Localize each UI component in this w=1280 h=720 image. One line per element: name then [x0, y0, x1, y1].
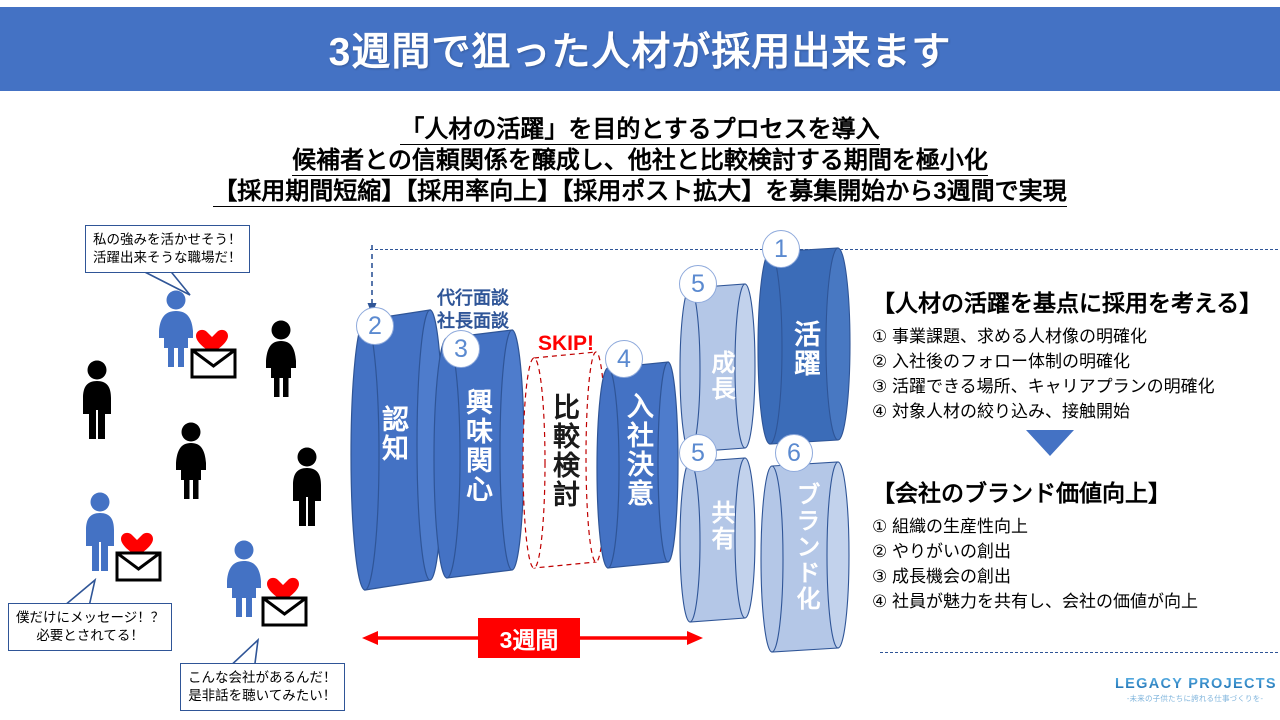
list-item: ④ 社員が魅力を共有し、会社の価値が向上	[872, 592, 1198, 611]
speech-bubble-3-line-2: 是非話を聴いてみたい！	[188, 688, 337, 703]
stage-badge-2[interactable]: 2	[356, 307, 394, 345]
speech-bubble-3-line-1: こんな会社があるんだ！	[188, 670, 337, 685]
heart-envelope-icon-2	[115, 532, 162, 582]
funnel-stage-ブランド化	[760, 461, 850, 653]
speech-bubble-1-line-1: 私の強みを活かせそう！	[93, 232, 242, 247]
funnel-stage-共有	[679, 457, 756, 623]
interview-annotation: 代行面談 社長面談	[437, 287, 509, 333]
stage-badge-1[interactable]: 1	[762, 230, 800, 268]
person-icon-female-black-2	[176, 422, 206, 499]
list-item: ② 入社後のフォロー体制の明確化	[872, 352, 1130, 371]
speech-bubble-candidate-2: 僕だけにメッセージ！？ 必要とされてる！	[8, 603, 173, 651]
funnel-stage-興味関心	[433, 329, 525, 579]
downward-arrow-icon	[1026, 430, 1074, 456]
heart-envelope-icon-3	[261, 577, 308, 627]
stage-badge-6[interactable]: 6	[775, 434, 813, 472]
subtitle-line-3: 【採用期間短縮】【採用率向上】【採用ポスト拡大】を募集開始から3週間で実現	[213, 178, 1067, 207]
interview-note-line-2: 社長面談	[437, 311, 509, 331]
slide-header-bar: 3週間で狙った人材が採用出来ます	[0, 7, 1280, 91]
person-icon-female-blue-1	[159, 290, 193, 367]
person-icon-female-black-1	[266, 320, 296, 397]
dashed-guide-bottom	[880, 652, 1278, 653]
info-block-talent-title: 【人材の活躍を基点に採用を考える】	[872, 290, 1263, 316]
subtitle-line-1: 「人材の活躍」を目的とするプロセスを導入	[400, 116, 880, 145]
funnel-stage-活躍	[757, 247, 851, 445]
stage-badge-4[interactable]: 4	[605, 340, 643, 378]
person-icon-male-black-1	[83, 360, 111, 439]
stage-badge-5-growth[interactable]: 5	[679, 265, 717, 303]
list-item: ① 事業課題、求める人材像の明確化	[872, 327, 1147, 346]
funnel-stage-比較検討-skipped	[522, 351, 607, 569]
speech-bubble-candidate-3: こんな会社があるんだ！ 是非話を聴いてみたい！	[180, 663, 345, 711]
subtitle-block: 「人材の活躍」を目的とするプロセスを導入 候補者との信頼関係を醸成し、他社と比較…	[0, 114, 1280, 207]
funnel-stage-認知	[350, 309, 444, 591]
page-title: 3週間で狙った人材が採用出来ます	[328, 31, 952, 74]
funnel-stage-成長	[679, 283, 756, 453]
info-block-talent-list: ① 事業課題、求める人材像の明確化 ② 入社後のフォロー体制の明確化 ③ 活躍で…	[872, 324, 1262, 424]
person-icon-male-black-2	[293, 447, 321, 526]
funnel-stage-入社決意	[596, 361, 679, 569]
person-icon-male-blue-1	[86, 492, 114, 571]
person-icon-female-blue-2	[227, 540, 261, 617]
info-block-talent: 【人材の活躍を基点に採用を考える】 ① 事業課題、求める人材像の明確化 ② 入社…	[872, 288, 1262, 424]
info-block-brand-title: 【会社のブランド価値向上】	[872, 480, 1171, 506]
subtitle-line-2: 候補者との信頼関係を醸成し、他社と比較検討する期間を極小化	[292, 147, 988, 176]
info-block-brand: 【会社のブランド価値向上】 ① 組織の生産性向上 ② やりがいの創出 ③ 成長機…	[872, 478, 1198, 614]
list-item: ② やりがいの創出	[872, 542, 1011, 561]
interview-note-line-1: 代行面談	[437, 288, 509, 308]
info-block-brand-list: ① 組織の生産性向上 ② やりがいの創出 ③ 成長機会の創出 ④ 社員が魅力を共…	[872, 514, 1198, 614]
stage-badge-3[interactable]: 3	[442, 330, 480, 368]
company-logo: LEGACY PROJECTS -未来の子供たちに誇れる仕事づくりを-	[1115, 676, 1277, 704]
skip-label: SKIP!	[538, 332, 595, 355]
list-item: ① 組織の生産性向上	[872, 517, 1028, 536]
list-item: ③ 成長機会の創出	[872, 567, 1011, 586]
logo-tagline: -未来の子供たちに誇れる仕事づくりを-	[1126, 694, 1264, 703]
speech-bubble-2-line-2: 必要とされてる！	[36, 628, 144, 643]
stage-badge-5-share[interactable]: 5	[679, 434, 717, 472]
duration-label: 3週間	[478, 618, 580, 658]
list-item: ④ 対象人材の絞り込み、接触開始	[872, 402, 1130, 421]
logo-company-name: LEGACY PROJECTS	[1115, 676, 1277, 692]
speech-bubble-2-line-1: 僕だけにメッセージ！？	[16, 610, 165, 625]
list-item: ③ 活躍できる場所、キャリアプランの明確化	[872, 377, 1215, 396]
speech-bubble-1-line-2: 活躍出来そうな職場だ！	[93, 250, 242, 265]
speech-bubble-candidate-1: 私の強みを活かせそう！ 活躍出来そうな職場だ！	[85, 225, 250, 273]
heart-envelope-icon-1	[190, 329, 237, 379]
